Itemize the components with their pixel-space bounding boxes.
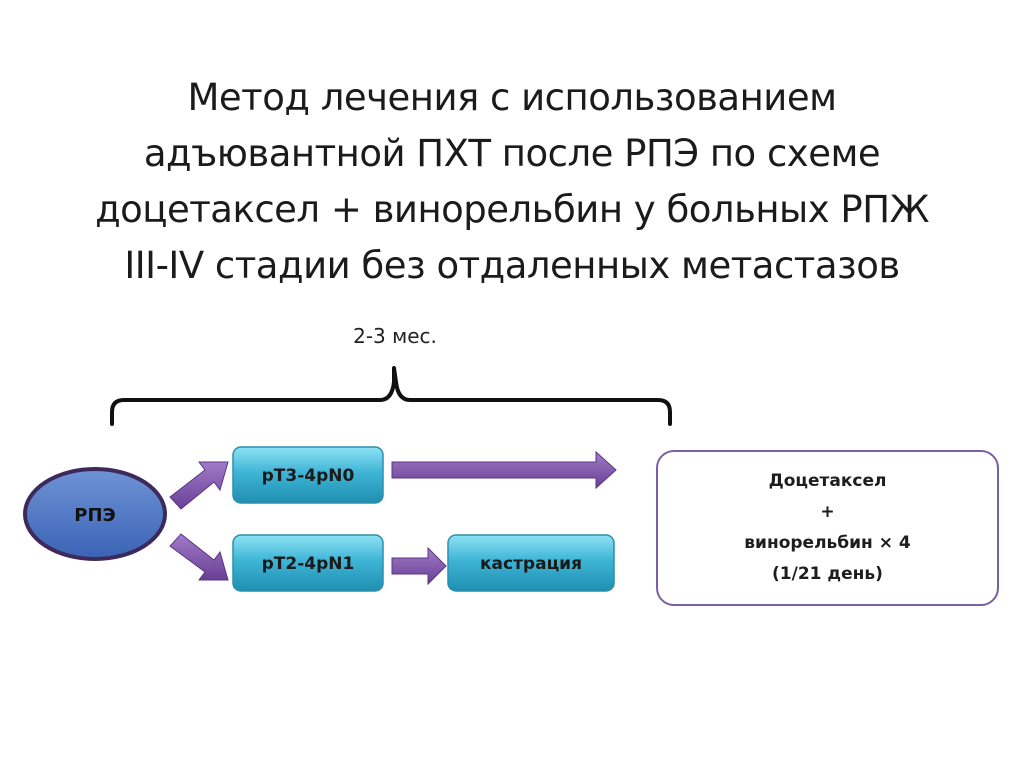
duration-label: 2-3 мес. [353,324,437,348]
arrow-stage-b-to-castration [391,546,447,586]
stage-a-node: pT3-4pN0 [232,446,384,504]
arrow-to-stage-a [169,461,229,510]
castration-label: кастрация [480,554,582,574]
stage-b-label: pT2-4pN1 [262,554,355,574]
title-line-2: адъювантной ПХТ после РПЭ по схеме [143,132,881,175]
result-line-1: Доцетаксел [768,471,887,491]
arrow-to-stage-b [169,533,229,581]
rpe-label: РПЭ [74,505,115,526]
result-treatment-box: Доцетаксел + винорельбин × 4 (1/21 день) [656,450,999,606]
slide-title: Метод лечения с использованием адъювантн… [62,70,962,294]
title-line-1: Метод лечения с использованием [187,76,838,119]
arrow-stage-a-to-result [391,450,617,490]
title-line-4: III-IV стадии без отдаленных метастазов [124,244,900,287]
result-line-4: (1/21 день) [772,564,883,584]
stage-b-node: pT2-4pN1 [232,534,384,592]
time-span-brace [110,366,672,426]
castration-node: кастрация [447,534,615,592]
stage-a-label: pT3-4pN0 [262,466,355,486]
title-line-3: доцетаксел + винорельбин у больных РПЖ [95,188,929,231]
rpe-node: РПЭ [23,467,167,561]
result-line-3: винорельбин × 4 [744,533,911,553]
result-line-2: + [820,502,835,522]
